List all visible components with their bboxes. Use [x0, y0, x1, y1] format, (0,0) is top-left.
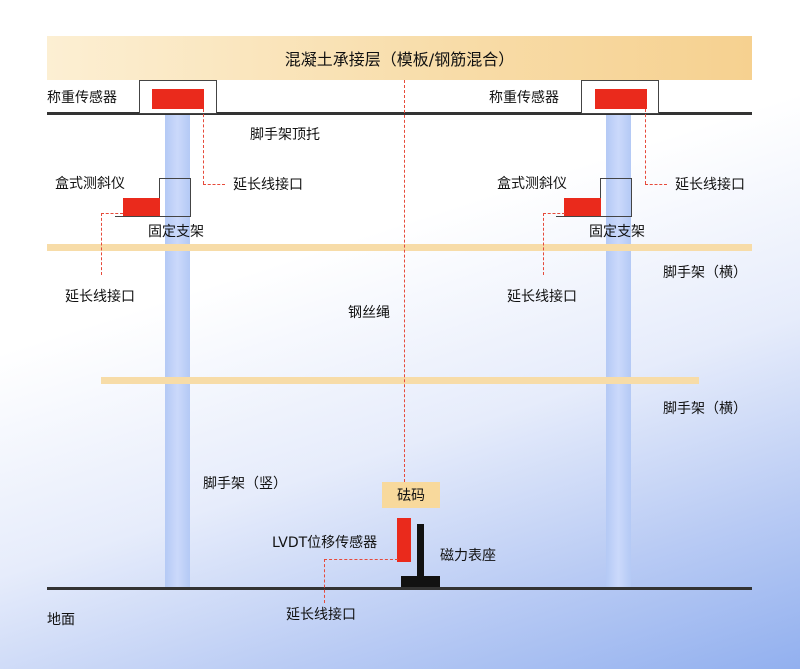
ext-interface-left-mid-label: 延长线接口: [65, 289, 135, 305]
inclinometer-left-element: [123, 198, 160, 216]
lvdt-sensor-element: [397, 518, 411, 562]
fixed-bracket-left-shape: [159, 178, 191, 217]
wire-rope-line: [404, 80, 405, 482]
scaffold-horizontal-label-lower: 脚手架（横）: [663, 401, 747, 417]
scaffold-vertical-label: 脚手架（竖）: [203, 476, 287, 492]
ext-line-right-top-horizontal: [645, 184, 667, 185]
fixed-bracket-right-base: [556, 216, 632, 217]
ground-label: 地面: [47, 612, 75, 628]
ext-line-left-mid-horizontal: [101, 213, 123, 214]
ext-line-left-mid-vertical: [101, 213, 102, 275]
scaffold-horizontal-label-upper: 脚手架（横）: [663, 265, 747, 281]
ext-interface-left-top-label: 延长线接口: [233, 177, 303, 193]
fixed-bracket-right-shape: [600, 178, 632, 217]
magnetic-base-foot: [401, 576, 440, 587]
fixed-bracket-right-label: 固定支架: [589, 224, 645, 240]
magnetic-base-label: 磁力表座: [440, 548, 496, 564]
ext-line-left-top-horizontal: [203, 184, 225, 185]
ground-line: [47, 587, 752, 590]
ext-line-right-mid-horizontal: [543, 213, 565, 214]
ext-interface-right-mid-label: 延长线接口: [507, 289, 577, 305]
ext-line-bottom-vertical: [324, 559, 325, 603]
scaffold-horizontal-bar-upper: [47, 244, 752, 251]
magnetic-base-post: [417, 524, 424, 580]
weigh-sensor-left-label: 称重传感器: [47, 90, 117, 106]
ext-interface-right-top-label: 延长线接口: [675, 177, 745, 193]
scaffold-post-left: [165, 112, 190, 588]
weight-block: 砝码: [382, 482, 440, 508]
wire-rope-label: 钢丝绳: [348, 305, 390, 321]
ext-line-left-top-vertical: [203, 109, 204, 184]
inclinometer-left-label: 盒式测斜仪: [55, 176, 125, 192]
fixed-bracket-left-base: [115, 216, 191, 217]
ext-line-right-top-vertical: [645, 109, 646, 184]
ext-interface-bottom-label: 延长线接口: [286, 607, 356, 623]
weigh-sensor-right-label: 称重传感器: [489, 90, 559, 106]
scaffold-top-label: 脚手架顶托: [250, 127, 320, 143]
scaffold-post-right: [606, 112, 631, 588]
inclinometer-right-element: [564, 198, 601, 216]
top-support-line: [47, 112, 752, 115]
inclinometer-right-label: 盒式测斜仪: [497, 176, 567, 192]
ext-line-right-mid-vertical: [543, 213, 544, 275]
banner-title: 混凝土承接层（模板/钢筋混合）: [284, 50, 515, 69]
weigh-sensor-right-element: [595, 89, 647, 109]
weight-label: 砝码: [397, 488, 425, 504]
weigh-sensor-left-element: [152, 89, 204, 109]
lvdt-sensor-label: LVDT位移传感器: [272, 535, 378, 551]
scaffold-horizontal-bar-lower: [101, 377, 699, 384]
concrete-layer-banner: 混凝土承接层（模板/钢筋混合）: [47, 36, 752, 80]
fixed-bracket-left-label: 固定支架: [148, 224, 204, 240]
ext-line-bottom-horizontal: [324, 559, 398, 560]
